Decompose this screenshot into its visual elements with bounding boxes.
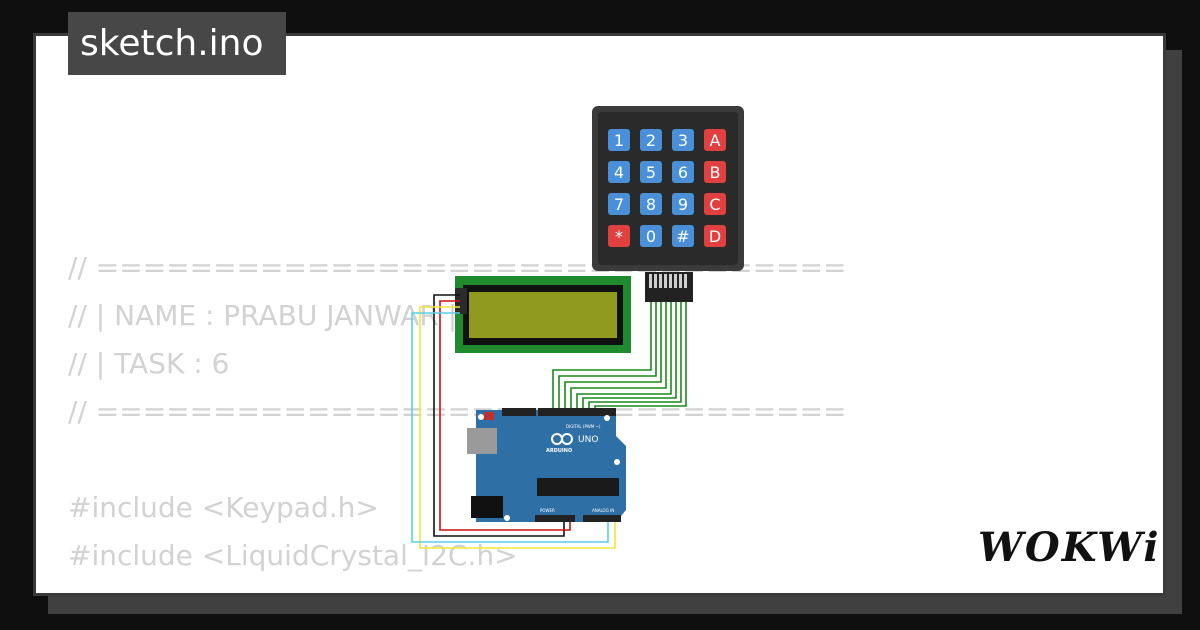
power-header — [535, 515, 575, 522]
keypad-key-label: D — [709, 227, 721, 246]
wire-keypad-3 — [564, 302, 662, 412]
keypad-keys: 1 2 3 A 4 5 6 B 7 8 9 C * 0 # D — [608, 129, 726, 247]
wire-lcd-scl — [411, 312, 609, 543]
keypad-key[interactable] — [672, 225, 694, 247]
keypad-key-label: 5 — [646, 163, 656, 182]
keypad-key-label: 9 — [678, 195, 688, 214]
reset-button[interactable] — [484, 412, 494, 420]
mount-hole — [604, 415, 610, 421]
keypad-key[interactable] — [608, 129, 630, 151]
keypad-pin — [669, 274, 672, 288]
code-line: #include <Keypad.h> — [68, 491, 379, 524]
keypad-key-label: * — [615, 227, 623, 246]
keypad-pin — [664, 274, 667, 288]
keypad-key-label: 6 — [678, 163, 688, 182]
keypad-pin — [649, 274, 652, 288]
aref-header — [502, 408, 536, 416]
wire-lcd-vcc — [439, 300, 571, 531]
power-jack — [471, 496, 503, 518]
mount-hole — [614, 459, 620, 465]
analog-label: ANALOG IN — [592, 508, 614, 513]
board-model: UNO — [578, 435, 598, 445]
keypad-key[interactable] — [704, 193, 726, 215]
keypad-pin — [654, 274, 657, 288]
keypad-pin — [659, 274, 662, 288]
keypad-key[interactable] — [704, 225, 726, 247]
wire-keypad-2 — [558, 302, 657, 412]
keypad-key[interactable] — [640, 129, 662, 151]
wire-keypad-4 — [570, 302, 667, 412]
keypad-key[interactable] — [640, 225, 662, 247]
wire-keypad-6 — [582, 302, 677, 412]
keypad-key[interactable] — [672, 193, 694, 215]
keypad-key[interactable] — [640, 193, 662, 215]
keypad-key[interactable] — [672, 129, 694, 151]
wokwi-logo: WOKWi — [978, 524, 1161, 571]
arduino-uno[interactable]: UNO ARDUINO DIGITAL (PWM ~) POWER ANALOG… — [467, 408, 626, 522]
keypad-key-label: 7 — [614, 195, 624, 214]
wire-keypad-5 — [576, 302, 672, 412]
keypad-key[interactable] — [608, 225, 630, 247]
keypad-key[interactable] — [704, 129, 726, 151]
wire-keypad-7 — [588, 302, 682, 412]
digital-label: DIGITAL (PWM ~) — [566, 424, 601, 429]
keypad-key-label: B — [710, 163, 721, 182]
keypad-key-label: A — [710, 131, 721, 150]
keypad-key-label: 3 — [678, 131, 688, 150]
keypad-key-label: 1 — [614, 131, 624, 150]
power-label: POWER — [540, 508, 555, 513]
keypad-pin — [679, 274, 682, 288]
keypad-key-label: # — [676, 227, 689, 246]
keypad-pin — [674, 274, 677, 288]
usb-port — [467, 428, 497, 454]
board-brand: ARDUINO — [546, 448, 572, 454]
keypad-key-label: 4 — [614, 163, 624, 182]
keypad-key-label: 2 — [646, 131, 656, 150]
keypad-key[interactable] — [608, 193, 630, 215]
keypad-key-label: 0 — [646, 227, 656, 246]
mount-hole — [504, 515, 510, 521]
arduino-logo-icon — [551, 433, 573, 445]
code-line: // | TASK : 6 — [68, 347, 230, 380]
atmega-chip — [537, 478, 619, 496]
wire-lcd-sda — [419, 306, 616, 549]
analog-header — [583, 515, 621, 522]
lcd-display[interactable] — [455, 276, 631, 353]
code-line: #include <LiquidCrystal_I2C.h> — [68, 539, 518, 572]
wire-keypad-1 — [552, 302, 652, 412]
keypad[interactable]: 1 2 3 A 4 5 6 B 7 8 9 C * 0 # D — [592, 106, 744, 302]
lcd-screen — [469, 292, 617, 338]
keypad-key[interactable] — [704, 161, 726, 183]
keypad-key-label: C — [709, 195, 720, 214]
keypad-key-label: 8 — [646, 195, 656, 214]
keypad-key[interactable] — [672, 161, 694, 183]
keypad-pins — [649, 274, 687, 288]
digital-header — [538, 408, 616, 416]
keypad-key[interactable] — [640, 161, 662, 183]
mount-hole — [478, 414, 484, 420]
keypad-face — [598, 112, 738, 265]
keypad-pin — [684, 274, 687, 288]
keypad-key[interactable] — [608, 161, 630, 183]
file-tab[interactable]: sketch.ino — [68, 12, 286, 75]
code-line: // =====================================… — [68, 395, 848, 428]
